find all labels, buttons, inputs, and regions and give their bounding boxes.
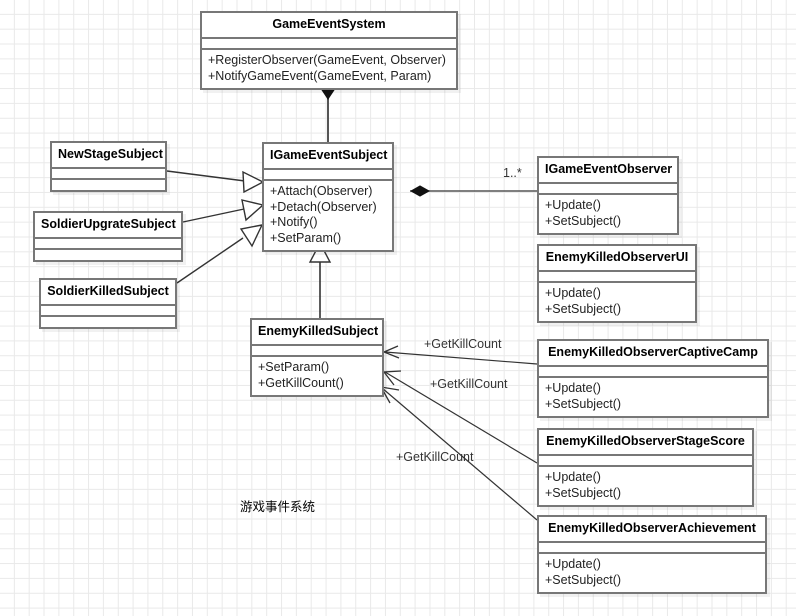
class-box-enemy-killed-observer-captive-camp[interactable]: EnemyKilledObserverCaptiveCamp +Update()… (537, 339, 769, 418)
operation-item: +Update() (545, 557, 601, 571)
operation-item: +Notify() (270, 215, 318, 229)
operation-item: +SetSubject() (545, 572, 622, 587)
generalization-soldierkilled-to-subject (176, 224, 264, 284)
composition-subject-to-observer (409, 185, 537, 197)
class-operations-compartment (41, 317, 175, 327)
class-title: IGameEventSubject (264, 144, 392, 170)
class-title: EnemyKilledObserverStageScore (539, 430, 752, 456)
class-operations-compartment (35, 250, 181, 260)
operation-item: +Update() (545, 286, 601, 300)
class-title: SoldierKilledSubject (41, 280, 175, 306)
class-title: IGameEventObserver (539, 158, 677, 184)
class-attributes-compartment (202, 39, 456, 50)
edge-label-get-kill-count-stage-score: +GetKillCount (430, 377, 508, 391)
class-attributes-compartment (41, 306, 175, 317)
operation-item: +Detach(Observer) (270, 199, 377, 214)
class-attributes-compartment (52, 169, 165, 180)
composition-system-to-subject (321, 80, 335, 142)
operation-item: +Update() (545, 381, 601, 395)
operation-item: +Attach(Observer) (270, 184, 373, 198)
class-box-game-event-system[interactable]: GameEventSystem +RegisterObserver(GameEv… (200, 11, 458, 90)
class-title: NewStageSubject (52, 143, 165, 169)
class-operations-compartment: +RegisterObserver(GameEvent, Observer) +… (202, 50, 456, 88)
class-box-enemy-killed-observer-achievement[interactable]: EnemyKilledObserverAchievement +Update()… (537, 515, 767, 594)
operation-item: +SetParam() (270, 230, 342, 245)
generalization-enemykilled-to-subject (308, 241, 332, 318)
class-attributes-compartment (539, 184, 677, 195)
class-attributes-compartment (539, 543, 765, 554)
multiplicity-label-subject-observer: 1..* (503, 166, 522, 180)
operation-item: +NotifyGameEvent(GameEvent, Param) (208, 68, 432, 83)
class-operations-compartment: +Update() +SetSubject() (539, 554, 765, 592)
operation-item: +Update() (545, 470, 601, 484)
class-operations-compartment (52, 180, 165, 190)
operation-item: +Update() (545, 198, 601, 212)
class-box-enemy-killed-subject[interactable]: EnemyKilledSubject +SetParam() +GetKillC… (250, 318, 384, 397)
class-attributes-compartment (252, 346, 382, 357)
edge-label-get-kill-count-captive-camp: +GetKillCount (424, 337, 502, 351)
class-box-soldier-killed-subject[interactable]: SoldierKilledSubject (39, 278, 177, 329)
class-box-igame-event-subject[interactable]: IGameEventSubject +Attach(Observer) +Det… (262, 142, 394, 252)
class-box-new-stage-subject[interactable]: NewStageSubject (50, 141, 167, 192)
class-box-soldier-upgrate-subject[interactable]: SoldierUpgrateSubject (33, 211, 183, 262)
class-title: GameEventSystem (202, 13, 456, 39)
class-operations-compartment: +SetParam() +GetKillCount() (252, 357, 382, 395)
operation-item: +SetSubject() (545, 301, 622, 316)
class-operations-compartment: +Attach(Observer) +Detach(Observer) +Not… (264, 181, 392, 250)
class-box-igame-event-observer[interactable]: IGameEventObserver +Update() +SetSubject… (537, 156, 679, 235)
class-title: EnemyKilledObserverAchievement (539, 517, 765, 543)
class-box-enemy-killed-observer-stage-score[interactable]: EnemyKilledObserverStageScore +Update() … (537, 428, 754, 507)
generalization-soldierupgrate-to-subject (182, 199, 265, 223)
class-attributes-compartment (35, 239, 181, 250)
generalization-newstage-to-subject (166, 170, 265, 194)
operation-item: +SetParam() (258, 360, 330, 374)
edge-label-get-kill-count-achievement: +GetKillCount (396, 450, 474, 464)
class-operations-compartment: +Update() +SetSubject() (539, 195, 677, 233)
class-title: SoldierUpgrateSubject (35, 213, 181, 239)
class-title: EnemyKilledSubject (252, 320, 382, 346)
class-attributes-compartment (539, 272, 695, 283)
class-attributes-compartment (539, 367, 767, 378)
class-operations-compartment: +Update() +SetSubject() (539, 378, 767, 416)
class-attributes-compartment (539, 456, 752, 467)
class-title: EnemyKilledObserverUI (539, 246, 695, 272)
class-box-enemy-killed-observer-ui[interactable]: EnemyKilledObserverUI +Update() +SetSubj… (537, 244, 697, 323)
diagram-caption: 游戏事件系统 (240, 499, 316, 514)
operation-item: +SetSubject() (545, 213, 622, 228)
class-attributes-compartment (264, 170, 392, 181)
class-operations-compartment: +Update() +SetSubject() (539, 467, 752, 505)
operation-item: +GetKillCount() (258, 375, 344, 390)
class-title: EnemyKilledObserverCaptiveCamp (539, 341, 767, 367)
operation-item: +SetSubject() (545, 396, 622, 411)
class-operations-compartment: +Update() +SetSubject() (539, 283, 695, 321)
operation-item: +RegisterObserver(GameEvent, Observer) (208, 53, 446, 67)
operation-item: +SetSubject() (545, 485, 622, 500)
